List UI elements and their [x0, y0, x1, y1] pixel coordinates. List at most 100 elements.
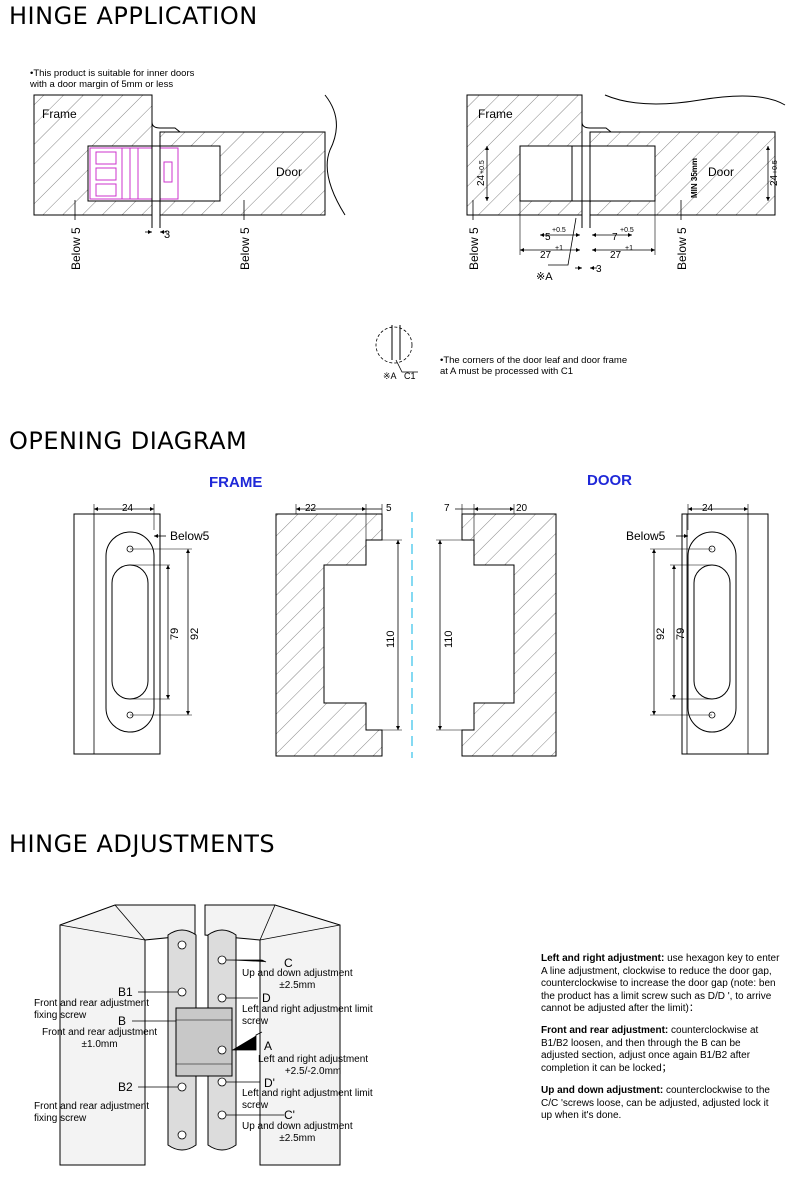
label-ud-adjustment-2-line1: Up and down adjustment	[242, 1121, 353, 1132]
frame-cutout-drawing	[275, 504, 402, 757]
callout-B2: B2	[118, 1080, 133, 1094]
label-fr-adjustment-line1: Front and rear adjustment	[42, 1027, 158, 1038]
label-lr-limit-screw-1: Left and right adjustment limit screw	[242, 1004, 373, 1028]
label-lr-adjustment: Left and right adjustment +2.5/-2.0mm	[258, 1054, 368, 1078]
hinge-arm	[175, 1007, 233, 1077]
desc-left-right-title: Left and right adjustment:	[541, 953, 665, 964]
tol-24-left: +0.5	[479, 160, 486, 174]
application-right-drawing	[466, 94, 786, 270]
label-lr-limit-screw-1-line1: Left and right adjustment limit	[242, 1004, 373, 1015]
frame-label-right: Frame	[478, 107, 513, 121]
frame-dim-24: 24	[122, 503, 134, 514]
dim-27-label-2: 27	[610, 250, 622, 261]
dim-5-tol: +0.5	[552, 227, 566, 234]
below5-label-right-1: Below 5	[467, 227, 481, 270]
desc-front-rear-text: counterclockwise at B1/B2 loosen, and th…	[541, 1025, 759, 1074]
dim-7-label: 7	[612, 232, 618, 243]
door-dim-92: 92	[655, 628, 667, 640]
mark-a-detail: ※A	[383, 371, 397, 381]
desc-up-down-title: Up and down adjustment:	[541, 1085, 664, 1096]
callout-D: D	[262, 991, 271, 1005]
callout-A: A	[264, 1039, 272, 1053]
dim-27-label-1: 27	[540, 250, 552, 261]
label-fr-fixing-screw-2-line2: fixing screw	[34, 1113, 87, 1124]
frame-heading: FRAME	[209, 474, 263, 491]
application-note-line-2: with a door margin of 5mm or less	[30, 79, 174, 90]
section-title-opening-diagram: OPENING DIAGRAM	[9, 427, 248, 455]
break-line-left	[324, 94, 346, 216]
label-lr-limit-screw-2: Left and right adjustment limit screw	[242, 1088, 373, 1112]
min35-label: MIN 35mm	[690, 158, 699, 198]
application-note-line-1: •This product is suitable for inner door…	[30, 68, 195, 79]
door-dim-79: 79	[675, 628, 687, 640]
label-fr-adjustment-line2: ±1.0mm	[81, 1039, 118, 1050]
label-lr-adjustment-line2: +2.5/-2.0mm	[284, 1066, 342, 1077]
dim-24-right: 24	[769, 174, 780, 186]
door-heading: DOOR	[587, 472, 632, 489]
mark-a-label: ※A	[536, 271, 553, 283]
door-block	[204, 904, 341, 1166]
frame-dim-22: 22	[305, 503, 317, 514]
door-dim-20: 20	[516, 503, 528, 514]
door-label-left: Door	[276, 165, 302, 179]
desc-left-right-text: use hexagon key to enter A line adjustme…	[541, 953, 780, 1014]
door-plate-drawing	[650, 504, 769, 755]
below5-label-right-2: Below 5	[675, 227, 689, 270]
dim-27-tol-2: +1	[625, 245, 633, 252]
dim-27-tol-1: +1	[555, 245, 563, 252]
door-dim-7: 7	[444, 503, 450, 514]
callout-B: B	[118, 1014, 126, 1028]
label-lr-adjustment-line1: Left and right adjustment	[258, 1054, 369, 1065]
hinge-pocket-left	[87, 145, 221, 202]
frame-below5-label: Below5	[170, 529, 210, 543]
label-fr-adjustment: Front and rear adjustment ±1.0mm	[42, 1027, 157, 1051]
door-label-right: Door	[708, 165, 734, 179]
corner-note-line-2: at A must be processed with C1	[440, 366, 574, 377]
corner-detail	[375, 325, 418, 373]
frame-plate-drawing	[73, 504, 192, 755]
dim-7-tol: +0.5	[620, 227, 634, 234]
application-left-drawing	[33, 94, 346, 234]
gap-label-left: 3	[164, 229, 170, 241]
dim-5-label: 5	[545, 232, 551, 243]
door-dim-110: 110	[443, 630, 455, 648]
label-ud-adjustment-1: Up and down adjustment ±2.5mm	[242, 968, 353, 992]
label-ud-adjustment-1-line1: Up and down adjustment	[242, 968, 353, 979]
desc-left-right: Left and right adjustment: use hexagon k…	[541, 953, 781, 1016]
desc-up-down: Up and down adjustment: counterclockwise…	[541, 1085, 781, 1123]
door-edge-right	[581, 95, 612, 228]
gap-label-right: 3	[596, 264, 602, 275]
label-ud-adjustment-1-line2: ±2.5mm	[279, 980, 316, 991]
frame-dim-79: 79	[169, 628, 181, 640]
dim-24-left: 24	[476, 174, 487, 186]
mark-c1-label: C1	[404, 371, 416, 381]
corner-note-line-1: •The corners of the door leaf and door f…	[440, 355, 628, 366]
below5-label-left-1: Below 5	[69, 227, 83, 270]
callout-Dp: D'	[264, 1076, 275, 1090]
desc-front-rear: Front and rear adjustment: counterclockw…	[541, 1025, 781, 1075]
door-cutout-drawing	[436, 504, 557, 757]
door-edge-left	[151, 95, 181, 228]
hinge-3d-drawing	[59, 904, 341, 1166]
desc-front-rear-title: Front and rear adjustment:	[541, 1025, 669, 1036]
label-fr-fixing-screw-2: Front and rear adjustment fixing screw	[34, 1101, 149, 1125]
desc-up-down-text: counterclockwise to the C/C 'screws loos…	[541, 1085, 770, 1121]
callout-C: C	[284, 956, 293, 970]
frame-dim-92: 92	[189, 628, 201, 640]
label-fr-fixing-screw-1-line1: Front and rear adjustment	[34, 998, 150, 1009]
label-fr-fixing-screw-1-line2: fixing screw	[34, 1010, 87, 1021]
label-lr-limit-screw-1-line2: screw	[242, 1016, 269, 1027]
break-line-right	[604, 94, 786, 106]
frame-dim-5: 5	[386, 503, 392, 514]
door-dim-24: 24	[702, 503, 714, 514]
label-lr-limit-screw-2-line2: screw	[242, 1100, 269, 1111]
frame-label-left: Frame	[42, 107, 77, 121]
section-title-hinge-adjustments: HINGE ADJUSTMENTS	[9, 830, 276, 858]
label-lr-limit-screw-2-line1: Left and right adjustment limit	[242, 1088, 373, 1099]
below5-label-left-2: Below 5	[238, 227, 252, 270]
label-fr-fixing-screw-1: Front and rear adjustment fixing screw	[34, 998, 149, 1022]
label-fr-fixing-screw-2-line1: Front and rear adjustment	[34, 1101, 150, 1112]
door-below5-label: Below5	[626, 529, 666, 543]
section-title-hinge-application: HINGE APPLICATION	[9, 2, 258, 30]
